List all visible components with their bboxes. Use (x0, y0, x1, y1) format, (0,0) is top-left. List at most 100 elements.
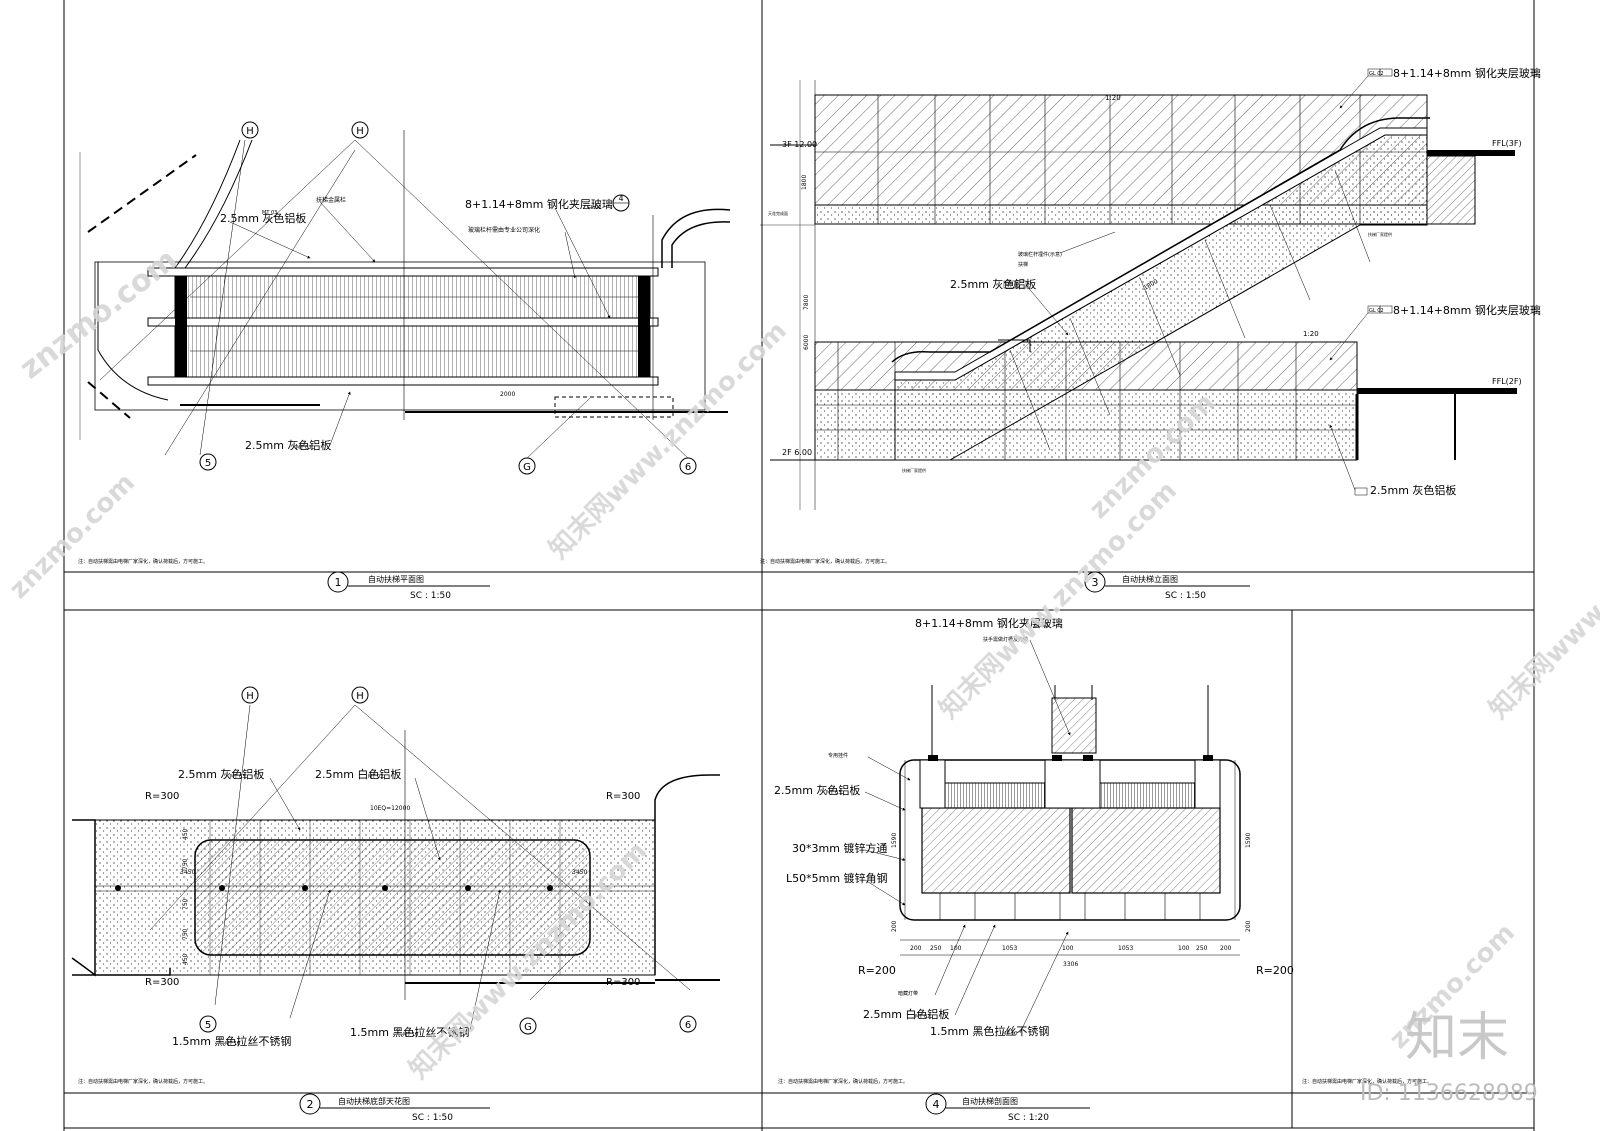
elev-ffl-2f: FFL(2F) (1492, 377, 1522, 386)
section-label-l4: L50*5mm 镀锌角钢 (786, 871, 888, 885)
ceiling-label-b1-tag: MT 10 (225, 1041, 240, 1047)
plan-label-bottom: 2.5mm 灰色铝板 (245, 438, 331, 452)
section-radius-1: R=200 (858, 964, 896, 977)
section-label-l6: 2.5mm 白色铝板 (863, 1007, 949, 1021)
ceiling-dim-left: 3450 (180, 869, 195, 876)
section-dim-8: 250 (1196, 945, 1208, 952)
panel-elevation: 3F 12.00 2F 6.00 FFL(3F) FFL(2F) 天花完成面 1… (760, 66, 1541, 601)
elev-level-3f: 3F 12.00 (782, 140, 817, 149)
ceiling-col-dim-5: 450 (182, 953, 189, 965)
ceiling-label-b2: 1.5mm 黑色拉丝不锈钢 (350, 1025, 469, 1039)
sheet-frame (63, 0, 1535, 1131)
elev-note-b: 扶梯 (1018, 261, 1028, 268)
ceiling-axis-5: 5 (205, 1020, 211, 1031)
plan-number: 1 (335, 576, 342, 589)
ceiling-col-dim-1: 450 (182, 828, 189, 840)
section-dim-v2: 1590 (1245, 833, 1252, 848)
elev-note: 注：自动扶梯需由电梯厂家深化，确认荷载后，方可施工。 (760, 558, 890, 565)
plan-axis-6: 6 (685, 462, 691, 473)
plan-axis-h1: H (246, 126, 254, 137)
section-label-glass: 8+1.14+8mm 钢化夹层玻璃 (915, 616, 1063, 630)
watermark-id: ID: 1136628989 (1360, 1081, 1538, 1106)
elev-note-a: 玻璃栏杆埋件(示意) (1018, 251, 1062, 258)
plan-label-top-left: 2.5mm 灰色铝板 (220, 211, 306, 225)
elev-dim-1: 1800 (801, 175, 808, 190)
watermark-5: 知末网www.znzmo.com (934, 476, 1183, 725)
ceiling-dim-right: 3450 (572, 869, 587, 876)
section-number: 4 (933, 1098, 940, 1111)
ceiling-scale: SC : 1:50 (412, 1113, 453, 1123)
ceiling-axis-g: G (524, 1022, 532, 1033)
section-dim-v3: 200 (891, 920, 898, 932)
section-radius-2: R=200 (1256, 964, 1294, 977)
plan-label-note: 玻璃栏杆需由专业公司深化 (468, 226, 540, 234)
elev-dim-2: 7800 (803, 295, 810, 310)
section-title: 自动扶梯剖面图 (962, 1096, 1018, 1106)
section-dim-9: 200 (1220, 945, 1232, 952)
elev-glass-mid: 8+1.14+8mm 钢化夹层玻璃 (1393, 303, 1541, 317)
elev-small-2: 扶梯厂家提供 (902, 467, 926, 473)
ceiling-label-b1: 1.5mm 黑色拉丝不锈钢 (172, 1034, 291, 1048)
section-dim-7: 100 (1178, 945, 1190, 952)
ceiling-radius-3: R=300 (145, 977, 179, 988)
elev-ffl-3f: FFL(3F) (1492, 139, 1522, 148)
ceiling-axis-h2: H (356, 691, 364, 702)
ceiling-radius-1: R=300 (145, 791, 179, 802)
plan-label-handrail: 扶梯金属栏 (316, 196, 346, 204)
section-dim-5: 100 (1062, 945, 1074, 952)
ceiling-radius-2: R=300 (606, 791, 640, 802)
watermark-2: znzmo.com (4, 468, 141, 605)
section-dim-total: 3306 (1063, 961, 1078, 968)
elev-scale: SC : 1:50 (1165, 591, 1206, 601)
elev-ratio-2: 1:20 (1303, 330, 1319, 338)
elev-small-3: 扶梯厂家提供 (1368, 231, 1392, 237)
watermark-1: znzmo.com (13, 242, 184, 386)
ceiling-label-t1: 2.5mm 灰色铝板 (178, 767, 264, 781)
plan-axis-4: 4 (618, 194, 623, 203)
elev-small-1: 天花完成面 (768, 210, 788, 216)
section-label-l3: 30*3mm 镀锌方通 (792, 841, 887, 855)
section-label-l2-tag: MT 03 (826, 790, 841, 796)
ceiling-dim-top: 10EQ=12000 (370, 805, 410, 812)
ceiling-col-dim-4: 750 (182, 928, 189, 940)
elev-level-2f: 2F 6.00 (782, 448, 812, 457)
section-dim-6: 1053 (1118, 945, 1133, 952)
ceiling-label-t2: 2.5mm 白色铝板 (315, 767, 401, 781)
section-label-l6-tag: MT 02 (915, 1014, 930, 1020)
plan-label-glass-tag: GL 02 (587, 205, 602, 211)
section-dim-2: 250 (930, 945, 942, 952)
plan-label-bottom-tag: MT 03 (296, 445, 311, 451)
elev-title: 自动扶梯立面图 (1122, 574, 1178, 584)
section-dim-4: 1053 (1002, 945, 1017, 952)
elev-dim-3: 6000 (803, 335, 810, 350)
plan-title: 自动扶梯平面图 (368, 574, 424, 584)
panel-ceiling: H H 5 G 6 2.5mm 灰色铝板 MT 03 2.5mm 白色铝板 MT… (71, 686, 720, 1123)
watermark-8: 知末网www.znzmo.com (1484, 476, 1600, 725)
section-label-l7-tag: MT 10 (1002, 1031, 1017, 1037)
ceiling-label-t1-tag: MT 03 (230, 774, 245, 780)
plan-axis-g: G (523, 462, 531, 473)
elev-ratio-1: 1:20 (1105, 94, 1121, 102)
ceiling-title: 自动扶梯底部天花图 (338, 1096, 410, 1106)
elev-number: 3 (1092, 576, 1099, 589)
plan-label-top-left-tag: MT 03 (262, 210, 277, 216)
section-dim-1: 200 (910, 945, 922, 952)
elev-glass-mid-tag: GL 02 (1369, 308, 1384, 314)
elev-glass-top: 8+1.14+8mm 钢化夹层玻璃 (1393, 66, 1541, 80)
plan-dim: 2000 (500, 391, 515, 398)
panel-plan: H H 4 5 G 6 2.5mm 灰色铝板 MT 03 扶梯金属栏 8+1.1… (78, 121, 731, 601)
ceiling-radius-4: R=300 (606, 977, 640, 988)
side-note: 注：自动扶梯需由电梯厂家深化，确认荷载后，方可施工。 (1302, 1078, 1432, 1085)
section-scale: SC : 1:20 (1008, 1113, 1049, 1123)
elev-alum-small: 2.5mm 灰色铝板 (1370, 483, 1456, 497)
ceiling-note: 注：自动扶梯需由电梯厂家深化，确认荷载后，方可施工。 (78, 1078, 208, 1085)
section-label-l7: 1.5mm 黑色拉丝不锈钢 (930, 1024, 1049, 1038)
plan-axis-5: 5 (205, 458, 211, 469)
ceiling-col-dim-3: 750 (182, 898, 189, 910)
section-dim-v1: 1590 (891, 833, 898, 848)
plan-label-glass: 8+1.14+8mm 钢化夹层玻璃 (465, 197, 613, 211)
ceiling-number: 2 (307, 1098, 314, 1111)
section-dim-v4: 200 (1245, 920, 1252, 932)
section-label-glass-note: 扶手需做灯槽及光带 (983, 636, 1028, 643)
